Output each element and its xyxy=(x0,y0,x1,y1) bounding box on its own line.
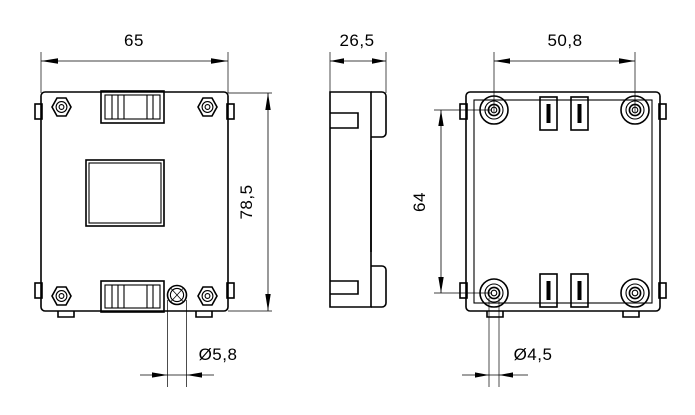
dim-label-width-65: 65 xyxy=(124,31,144,50)
dimension-dia-4-5: Ø4,5 xyxy=(462,298,552,387)
rear-foot-tab-left xyxy=(486,311,504,318)
rear-mounting-boss-top-left xyxy=(479,95,509,125)
side-view: 26,5 xyxy=(329,31,387,308)
rear-mount-ear-top-right xyxy=(658,103,667,120)
rear-slot-top-right xyxy=(570,96,589,131)
side-top-slot xyxy=(330,112,359,129)
dimension-pitch-64: 64 xyxy=(410,109,492,294)
front-mount-ear-top-left xyxy=(34,103,43,120)
dim-label-dia-5-8: Ø5,8 xyxy=(199,345,238,364)
rear-mounting-boss-bottom-left xyxy=(479,278,509,308)
front-mount-ear-bottom-right xyxy=(226,282,235,299)
front-body-outline xyxy=(40,91,229,312)
rear-mounting-boss-top-right xyxy=(620,95,650,125)
dimension-width-65: 65 xyxy=(40,31,229,93)
rear-body-outline xyxy=(465,91,661,312)
dimension-height-78-5: 78,5 xyxy=(228,92,272,312)
front-view: 65 78,5 xyxy=(34,31,272,387)
front-hex-nut-bottom-left xyxy=(51,286,72,306)
front-hex-nut-top-right xyxy=(197,97,218,117)
front-hex-nut-bottom-right xyxy=(197,286,218,306)
side-bottom-slot xyxy=(330,280,359,295)
front-mount-ear-bottom-left xyxy=(34,282,43,299)
dim-label-pitch-64: 64 xyxy=(410,192,429,212)
dim-label-pitch-50-8: 50,8 xyxy=(547,31,582,50)
front-foot-tab-right xyxy=(195,311,213,318)
front-mount-ear-top-right xyxy=(226,103,235,120)
rear-mount-ear-bottom-right xyxy=(658,282,667,299)
rear-view: 50,8 64 xyxy=(410,31,667,387)
front-bottom-terminal-block xyxy=(100,280,165,313)
front-hex-nut-top-left xyxy=(51,97,72,117)
front-cable-gland-hole xyxy=(166,284,188,306)
rear-inner-wall xyxy=(473,99,653,304)
rear-slot-top-left xyxy=(539,96,558,131)
rear-slot-bottom-right xyxy=(570,273,589,308)
front-display-window xyxy=(85,159,165,227)
dim-label-depth-26-5: 26,5 xyxy=(339,31,374,50)
rear-mounting-boss-bottom-right xyxy=(620,278,650,308)
front-top-terminal-block xyxy=(100,90,165,124)
dim-label-height-78-5: 78,5 xyxy=(237,184,256,219)
rear-mount-ear-bottom-left xyxy=(459,282,468,299)
side-rear-flange xyxy=(371,91,387,138)
rear-mount-ear-top-left xyxy=(459,103,468,120)
dimension-depth-26-5: 26,5 xyxy=(329,31,387,93)
dimension-dia-5-8: Ø5,8 xyxy=(140,300,237,387)
dimension-pitch-50-8: 50,8 xyxy=(493,31,636,112)
front-foot-tab-left xyxy=(57,311,75,318)
side-rear-flange-lower xyxy=(371,265,387,308)
rear-slot-bottom-left xyxy=(539,273,558,308)
dim-label-dia-4-5: Ø4,5 xyxy=(514,345,553,364)
side-body-outline xyxy=(329,91,372,308)
rear-foot-tab-right xyxy=(622,311,640,318)
